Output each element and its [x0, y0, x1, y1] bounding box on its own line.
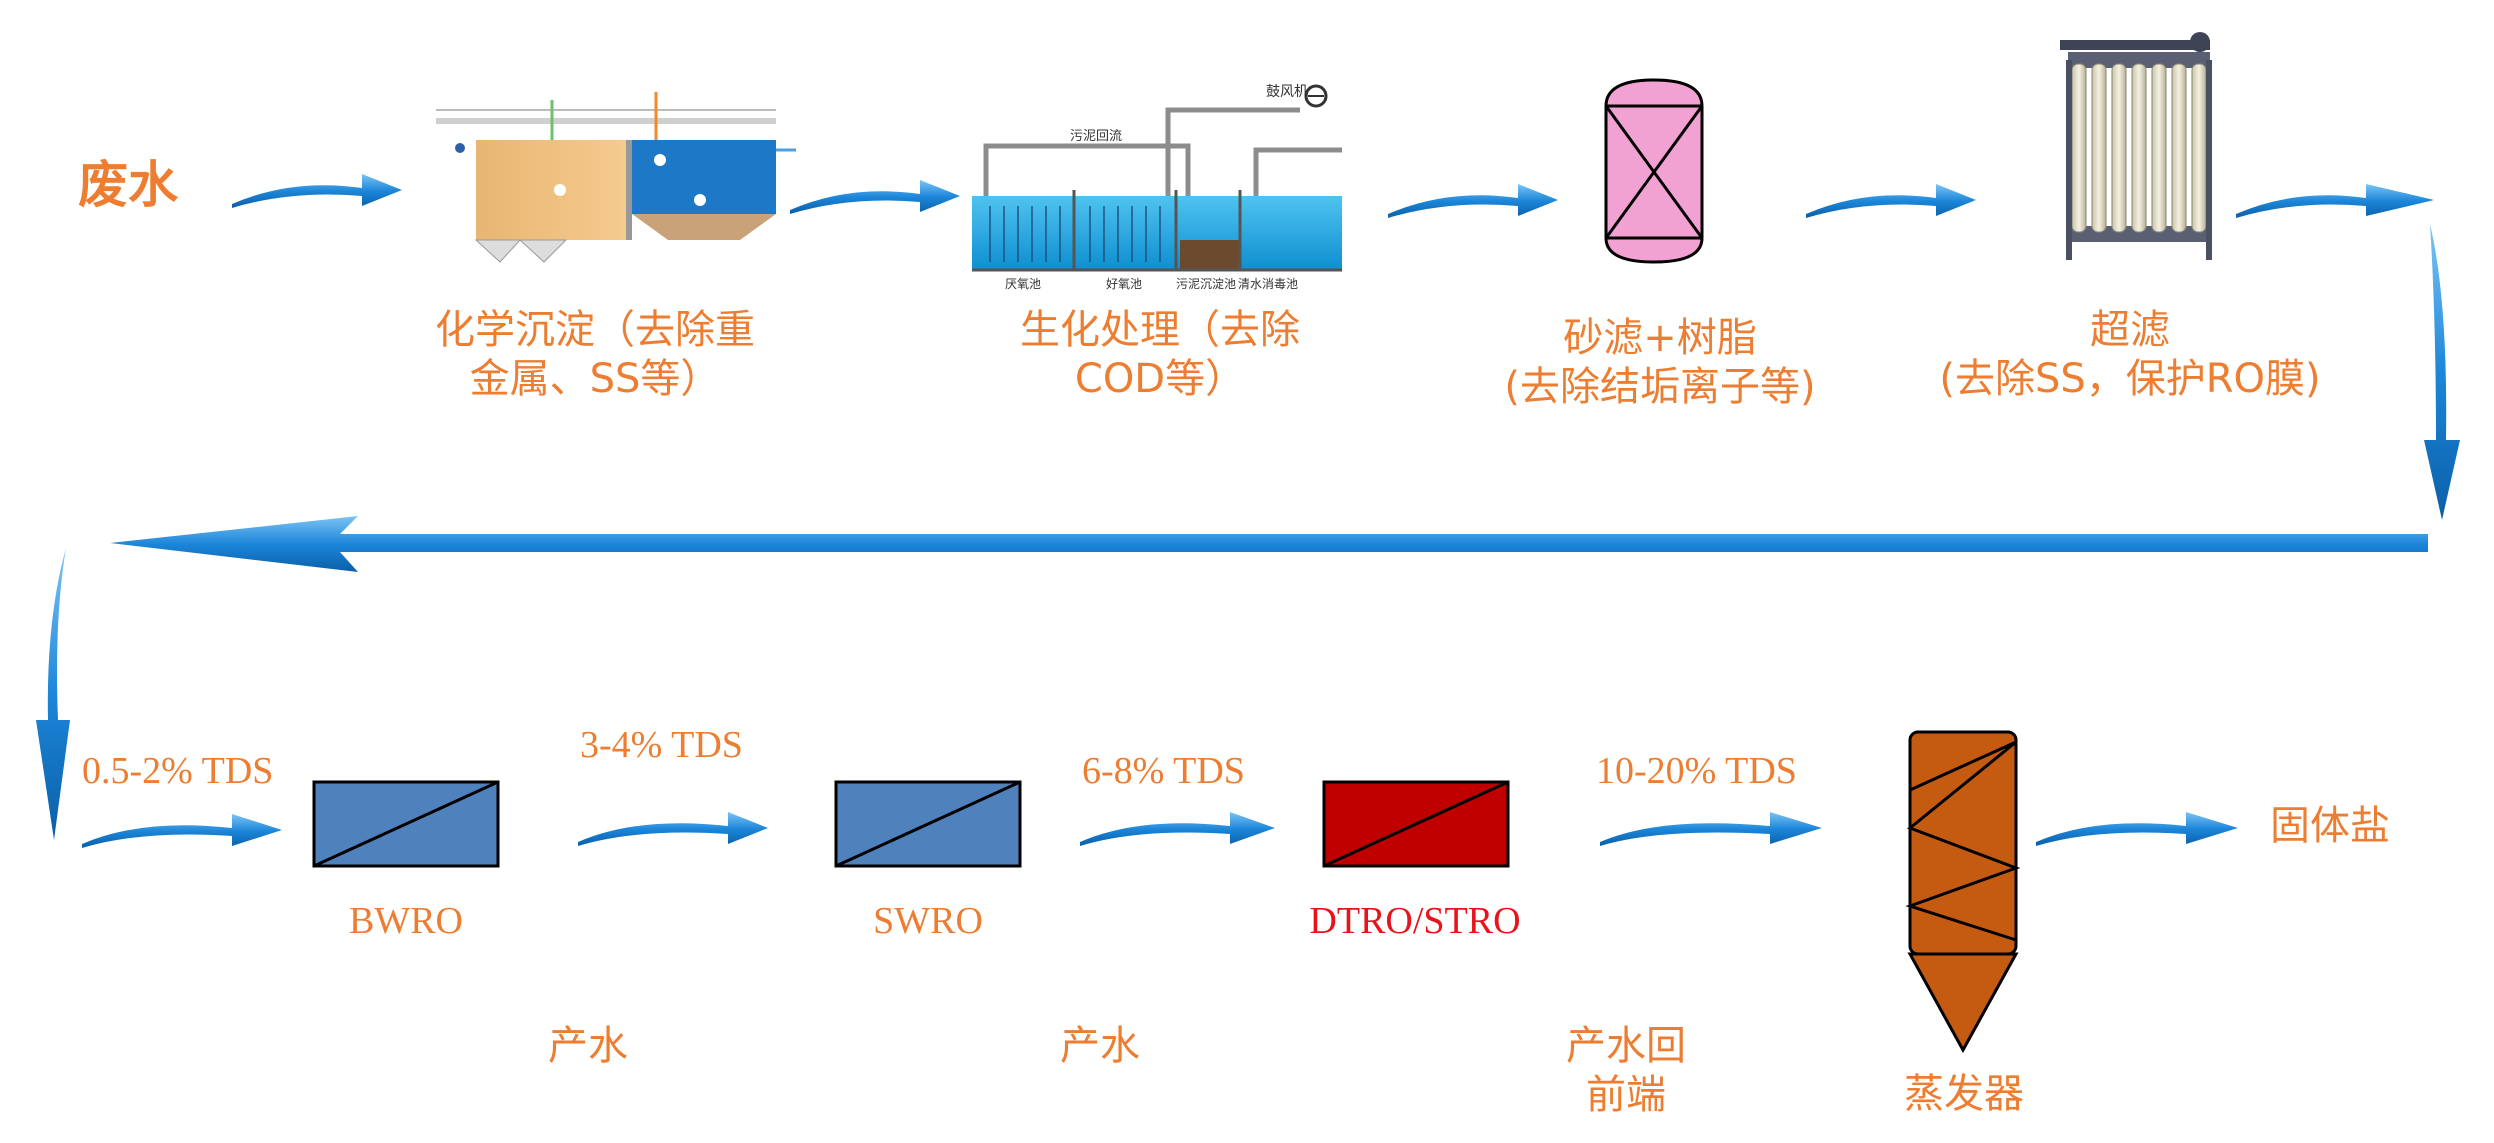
sand-filter-vessel	[1604, 78, 1704, 264]
chem-precipitation-label: 化学沉淀（去除重 金属、SS等）	[410, 306, 780, 404]
sand-label-line-1: 砂滤+树脂	[1563, 315, 1757, 361]
bio-treatment-label: 生化处理（去除 COD等）	[990, 306, 1330, 404]
bwro-label: BWRO	[349, 900, 463, 942]
tds-label-swro-feed: 3-4% TDS	[580, 724, 743, 766]
tds-label-dtro-feed: 6-8% TDS	[1082, 750, 1245, 792]
dtro-label: DTRO/STRO	[1309, 900, 1521, 942]
solid-salt-output-label: 固体盐	[2270, 803, 2390, 849]
dtro-membrane	[1322, 780, 1510, 868]
chem-label-line-1: 化学沉淀（去除重	[435, 307, 755, 353]
product-water-label-2: 产水	[1060, 1023, 1140, 1069]
bio-label-line-2: COD等）	[1074, 355, 1246, 402]
blower-label: 鼓风机	[1266, 84, 1308, 100]
product-water-label-1: 产水	[548, 1023, 628, 1069]
ultrafiltration-label: 超滤 (去除SS，保护RO膜)	[1900, 306, 2360, 404]
flow-arrow	[578, 812, 768, 846]
flow-arrow	[1080, 812, 1275, 846]
flow-arrow-down	[2424, 224, 2460, 520]
flow-arrow	[2036, 812, 2238, 846]
input-wastewater-label: 废水	[78, 156, 178, 214]
flow-arrow-down	[36, 548, 70, 840]
flow-arrow	[1388, 184, 1558, 218]
aerobic-label: 好氧池	[1106, 277, 1142, 291]
tds-label-bwro-feed: 0.5-2% TDS	[82, 750, 274, 792]
bio-label-line-1: 生化处理（去除	[1020, 307, 1300, 353]
product-return-line-2: 前端	[1586, 1071, 1666, 1118]
tds-label-evaporator-feed: 10-20% TDS	[1596, 750, 1797, 792]
flow-arrow-return	[110, 516, 2428, 572]
swro-label: SWRO	[873, 900, 983, 942]
flow-arrow	[1600, 812, 1822, 846]
disinfection-label: 清水消毒池	[1238, 277, 1298, 291]
ultrafiltration-unit	[2060, 32, 2212, 260]
flow-arrow	[232, 174, 402, 208]
product-return-line-1: 产水回	[1566, 1023, 1686, 1069]
biochemical-tank: 鼓风机 污泥回流 厌氧池 好氧池 污泥沉淀池 清水消毒池	[972, 84, 1342, 291]
uf-label-line-1: 超滤	[2090, 307, 2170, 353]
evaporator-label: 蒸发器	[1904, 1071, 2024, 1117]
product-water-return-label: 产水回 前端	[1556, 1022, 1696, 1120]
flow-arrow	[82, 814, 282, 848]
swro-membrane	[834, 780, 1022, 868]
chem-label-line-2: 金属、SS等）	[469, 355, 721, 402]
evaporator	[1905, 730, 2021, 1054]
uf-label-line-2: (去除SS，保护RO膜)	[1939, 355, 2321, 402]
flow-arrow	[1806, 184, 1976, 218]
chemical-precipitation-tank	[436, 92, 796, 263]
sludge-return-label: 污泥回流	[1070, 129, 1122, 144]
sand-resin-label: 砂滤+树脂 (去除结垢离子等)	[1480, 314, 1840, 412]
anoxic-label: 厌氧池	[1005, 277, 1041, 291]
flow-arrow	[2236, 184, 2434, 218]
bwro-membrane	[312, 780, 500, 868]
sand-label-line-2: (去除结垢离子等)	[1504, 363, 1816, 410]
flow-arrow	[790, 180, 960, 214]
settling-label: 污泥沉淀池	[1176, 277, 1236, 291]
